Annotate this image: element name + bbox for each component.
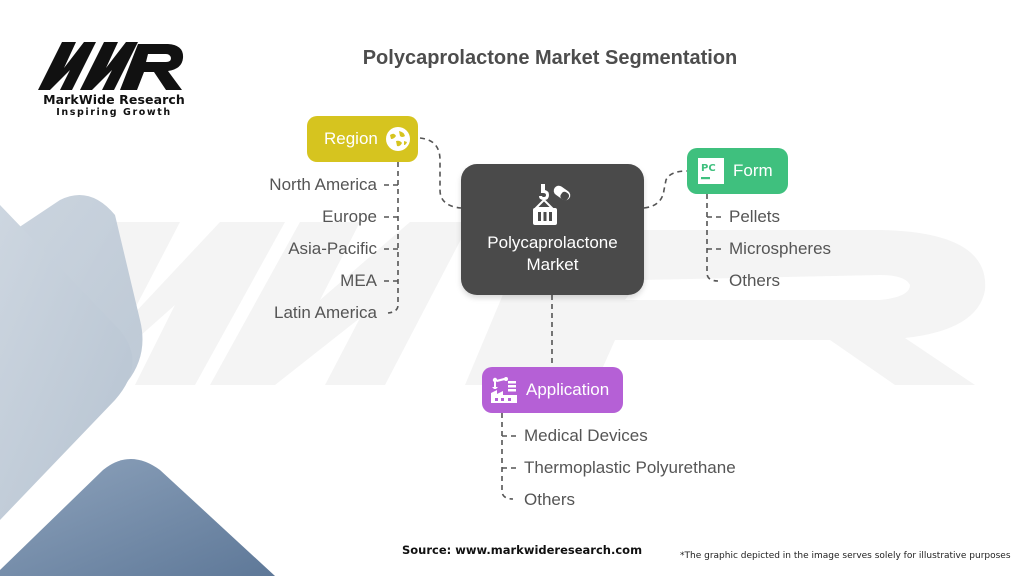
disclaimer-text: *The graphic depicted in the image serve… — [680, 551, 1011, 561]
segment-label-application: Application — [526, 380, 610, 399]
brand-tagline: Inspiring Growth — [56, 107, 172, 118]
brand-name: MarkWide Research — [43, 92, 185, 107]
crane-hook-pill-icon — [533, 184, 571, 225]
form-item: Others — [729, 271, 781, 290]
segment-node-form[interactable]: PC Form — [687, 148, 788, 194]
region-item: Latin America — [274, 303, 377, 322]
form-item: Pellets — [729, 207, 781, 226]
region-item: Asia-Pacific — [288, 239, 377, 258]
region-item: MEA — [340, 271, 377, 290]
center-node[interactable]: Polycaprolactone Market — [461, 164, 644, 295]
segment-node-application[interactable]: Application — [482, 367, 623, 413]
center-label-line2: Market — [526, 255, 579, 274]
source-link[interactable]: Source: www.markwideresearch.com — [402, 543, 643, 557]
globe-icon — [384, 125, 412, 153]
application-item: Others — [524, 490, 576, 509]
factory-robot-arm-icon — [490, 376, 518, 404]
region-item: Europe — [322, 207, 377, 226]
page-title: Polycaprolactone Market Segmentation — [362, 47, 738, 69]
segment-label-form: Form — [733, 161, 773, 180]
svg-text:PC: PC — [701, 163, 716, 174]
segment-label-region: Region — [324, 129, 378, 148]
application-item: Thermoplastic Polyurethane — [524, 458, 736, 477]
pc-logo-icon: PC — [697, 157, 725, 185]
form-item: Microspheres — [729, 239, 832, 258]
application-item: Medical Devices — [524, 426, 648, 445]
center-node-label: Polycaprolactone Market — [461, 232, 644, 276]
mwr-logo-icon — [38, 42, 184, 90]
center-label-line1: Polycaprolactone — [487, 233, 618, 252]
segment-node-region[interactable]: Region — [307, 116, 418, 162]
region-item: North America — [269, 175, 377, 194]
brand-logo: MarkWide Research Inspiring Growth — [30, 40, 190, 122]
